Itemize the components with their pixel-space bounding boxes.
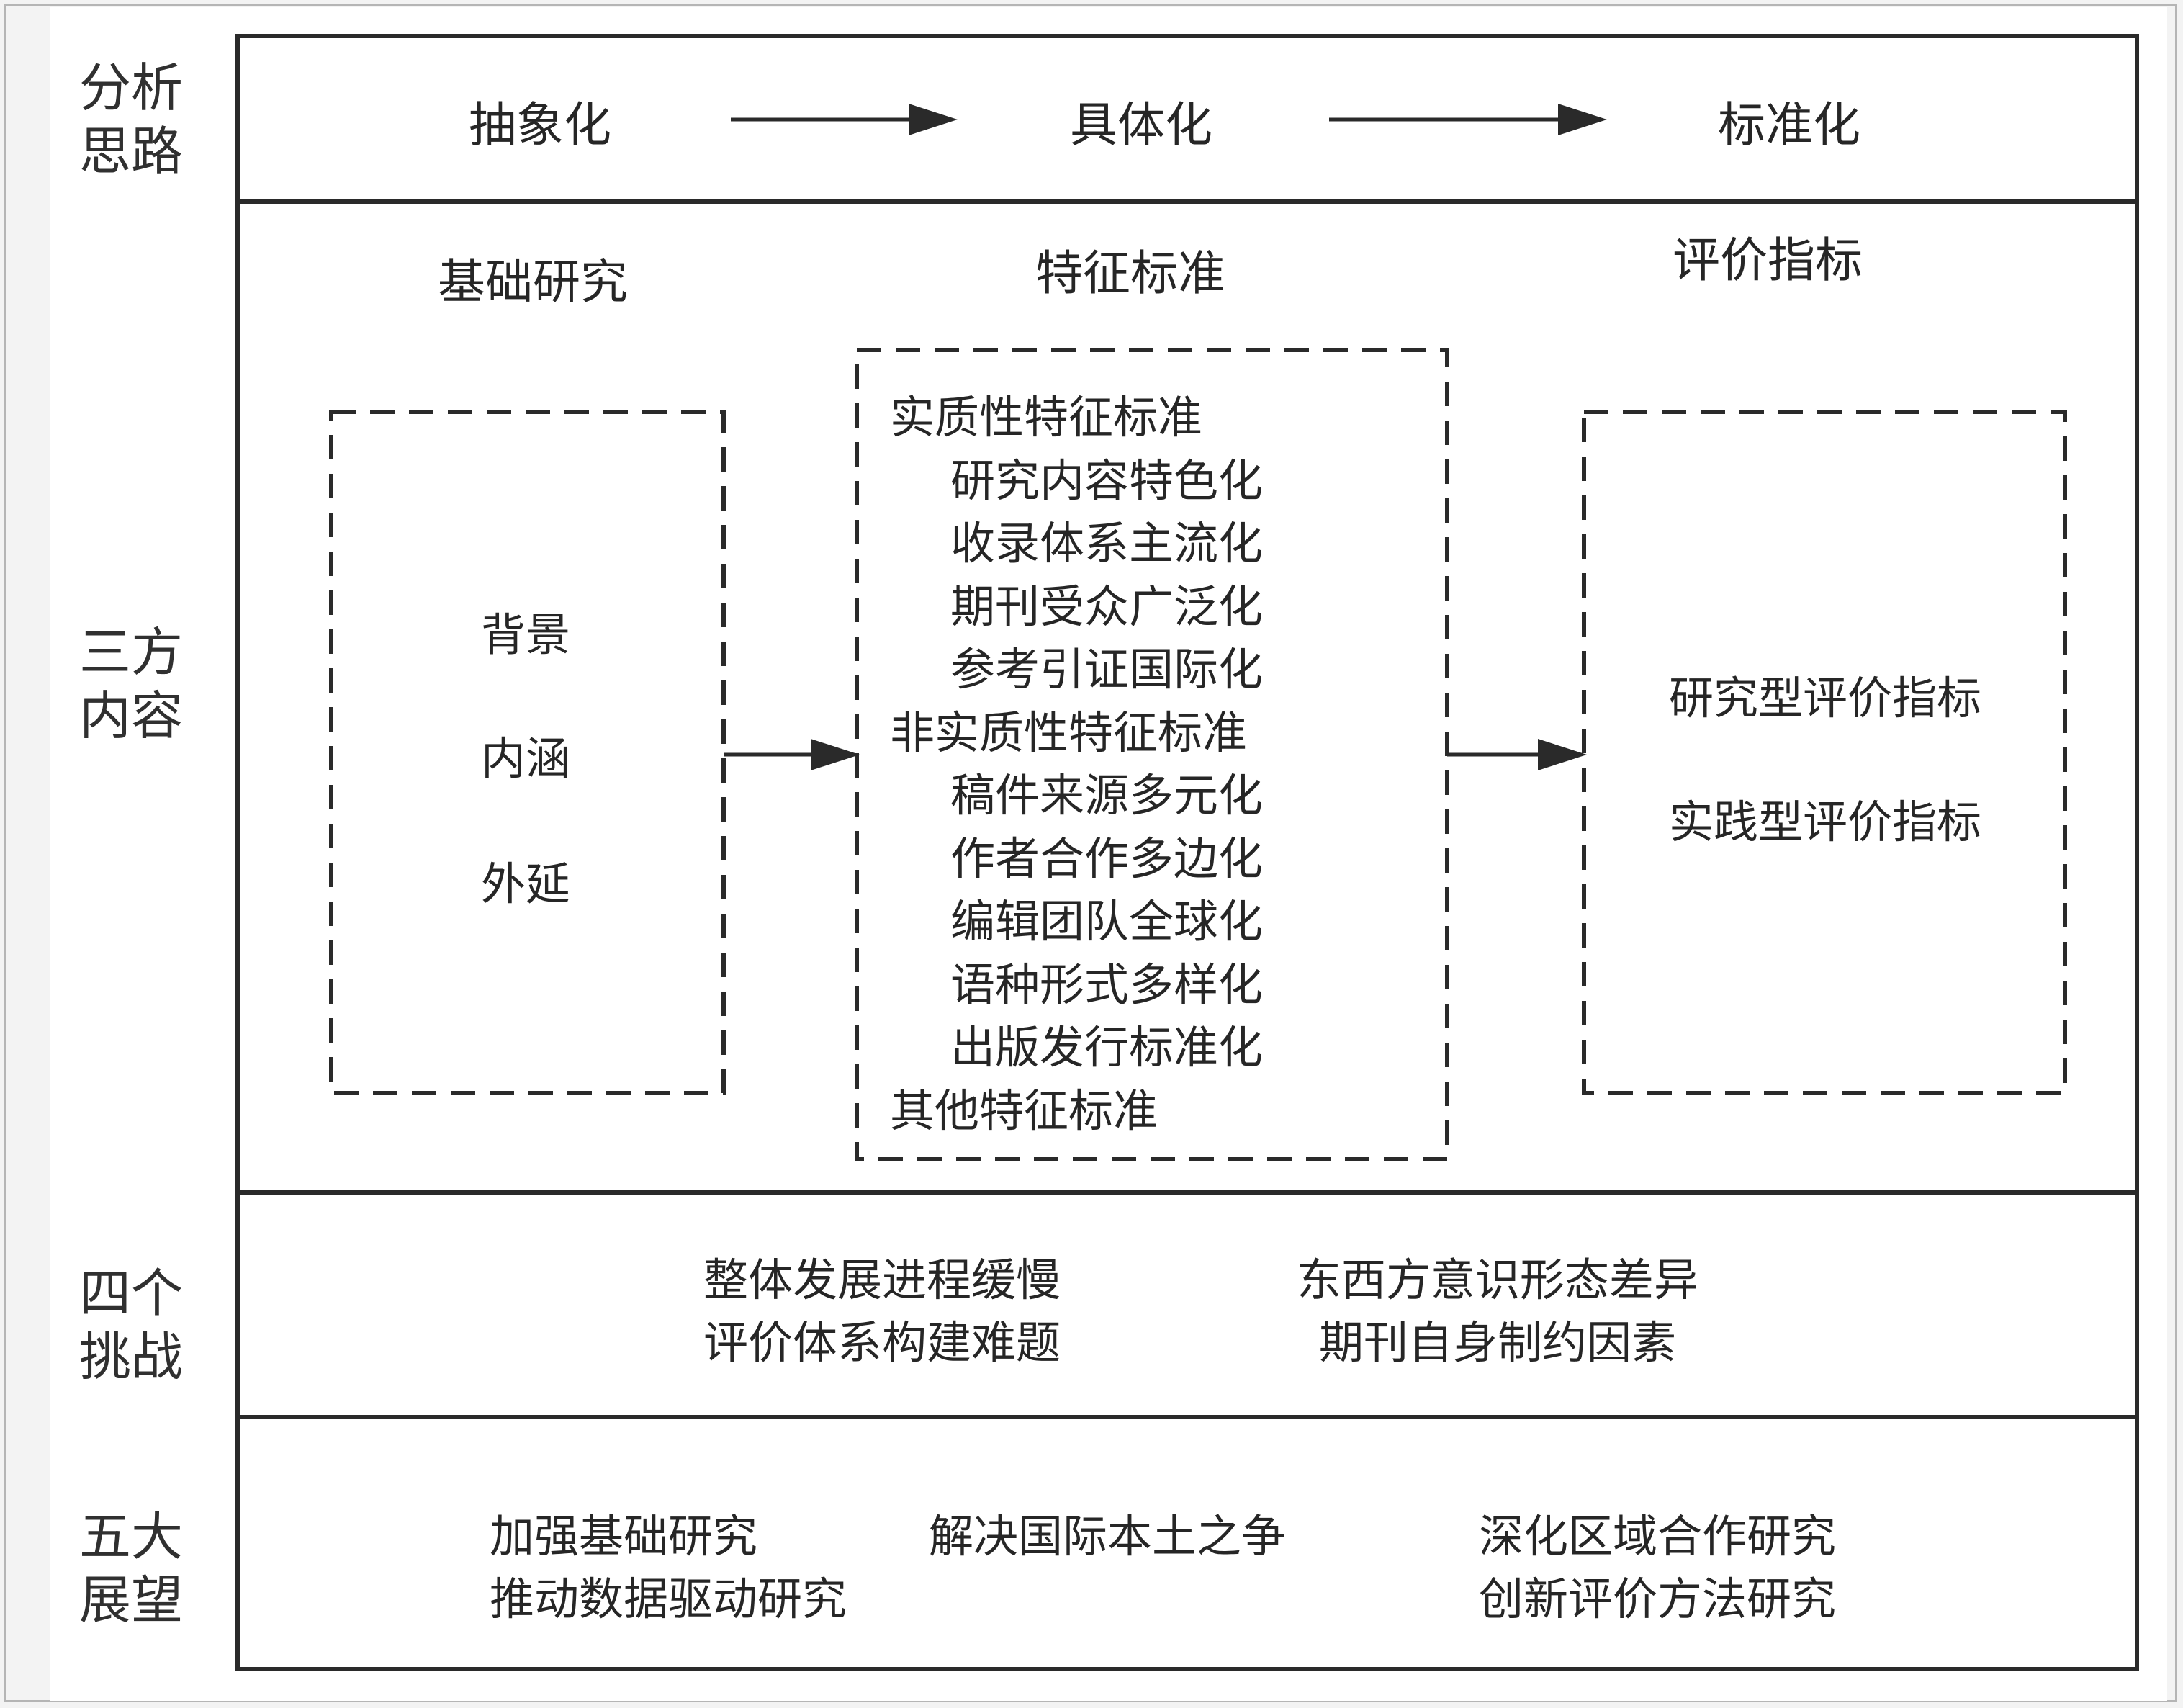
- feature-substandard-item: 稿件来源多元化: [950, 769, 1264, 822]
- arrowhead-feature-to-indicators: [1538, 739, 1587, 770]
- sidebar-label-challenges-line2: 挑战: [79, 1326, 184, 1387]
- header-feature-standards: 特征标准: [1035, 246, 1225, 301]
- sidebar-label-analysis-line1: 分析: [79, 58, 184, 118]
- arrowhead-basic-to-feature: [811, 739, 860, 770]
- challenges-right: 东西方意识形态差异 期刊自身制约因素: [1253, 1249, 1742, 1374]
- outlook-item: 加强基础研究: [490, 1510, 758, 1563]
- challenge-item: 期刊自身制约因素: [1318, 1316, 1676, 1369]
- feature-substandard-item: 语种形式多样化: [950, 958, 1264, 1011]
- header-basic-research: 基础研究: [438, 254, 628, 310]
- sidebar-label-outlook: 五大 展望: [79, 1505, 216, 1632]
- sidebar-label-analysis: 分析 思路: [79, 56, 216, 183]
- sidebar-label-outlook-line2: 展望: [79, 1570, 184, 1630]
- challenge-item: 评价体系构建难题: [703, 1316, 1061, 1369]
- sidebar-label-content-line2: 内容: [79, 686, 184, 746]
- main-table-border: [235, 34, 2139, 1671]
- feature-substandard-item: 编辑团队全球化: [950, 895, 1264, 948]
- feature-substandard-item: 作者合作多边化: [950, 832, 1264, 885]
- header-evaluation-indicators: 评价指标: [1673, 233, 1863, 288]
- sidebar-label-content-line1: 三方: [79, 622, 184, 683]
- step-standard: 标准化: [1718, 97, 1860, 153]
- sidebar-label-challenges-line1: 四个: [79, 1263, 184, 1323]
- basic-research-box: [329, 410, 726, 1095]
- indicators-box: [1582, 410, 2067, 1095]
- sidebar-label-challenges: 四个 挑战: [79, 1262, 216, 1388]
- feature-substandard-item: 出版发行标准化: [950, 1021, 1264, 1074]
- feature-standards-list: 实质性特征标准研究内容特色化收录体系主流化期刊受众广泛化参考引证国际化非实质性特…: [890, 386, 1263, 1142]
- feature-standard-category: 实质性特征标准: [890, 391, 1203, 444]
- challenge-item: 东西方意识形态差异: [1296, 1254, 1698, 1306]
- outlook-item: 深化区域合作研究: [1479, 1510, 1837, 1563]
- arrowhead-concrete-to-standard: [1558, 104, 1607, 135]
- feature-standard-category: 其他特征标准: [890, 1084, 1158, 1137]
- feature-standard-category: 非实质性特征标准: [890, 706, 1248, 759]
- outlook-item: 解决国际本土之争: [929, 1510, 1287, 1563]
- outlook-col1: 加强基础研究 推动数据驱动研究: [490, 1505, 847, 1630]
- sidebar-label-content: 三方 内容: [79, 621, 216, 747]
- sidebar-label-outlook-line1: 五大: [79, 1506, 184, 1567]
- arrowhead-abstract-to-concrete: [909, 104, 958, 135]
- feature-substandard-item: 收录体系主流化: [950, 517, 1264, 570]
- indicator-practice: 实践型评价指标: [1668, 796, 1981, 848]
- outlook-item: 创新评价方法研究: [1479, 1573, 1837, 1625]
- feature-substandard-item: 期刊受众广泛化: [950, 580, 1264, 633]
- feature-substandard-item: 研究内容特色化: [950, 454, 1264, 507]
- outlook-col3: 深化区域合作研究 创新评价方法研究: [1479, 1505, 1836, 1630]
- step-concrete: 具体化: [1070, 97, 1212, 153]
- step-abstract: 抽象化: [469, 97, 611, 153]
- feature-substandard-item: 参考引证国际化: [950, 643, 1264, 696]
- basic-item-extension: 外延: [480, 858, 570, 910]
- outlook-col2: 解决国际本土之争: [929, 1505, 1286, 1568]
- sidebar-label-analysis-line2: 思路: [79, 121, 184, 181]
- challenges-left: 整体发展进程缓慢 评价体系构建难题: [648, 1249, 1116, 1374]
- indicator-research: 研究型评价指标: [1668, 672, 1981, 724]
- outlook-item: 推动数据驱动研究: [490, 1573, 847, 1625]
- challenge-item: 整体发展进程缓慢: [703, 1254, 1061, 1306]
- basic-item-connotation: 内涵: [480, 732, 570, 785]
- basic-item-background: 背景: [480, 608, 570, 661]
